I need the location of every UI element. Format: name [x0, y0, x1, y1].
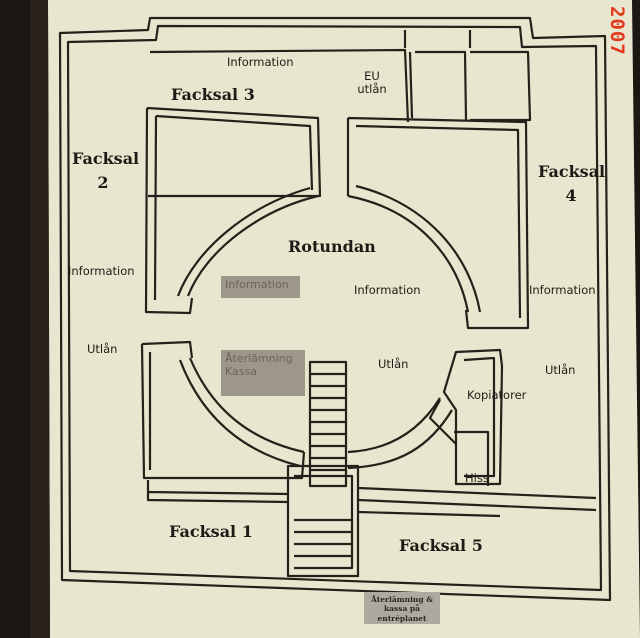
overlay-aterlamning-pad: Återlämning Kassa: [221, 350, 305, 396]
rotunda-arc-lower-right-2: [347, 409, 453, 470]
label-information-center: Information: [354, 283, 421, 297]
room-label-facksal-4: Facksal 4: [538, 162, 606, 206]
rotunda-arc-lower-left: [188, 357, 305, 454]
overlay-aterlamning-line2: Kassa: [225, 365, 257, 379]
rotunda-left-upper-wall-2: [153, 114, 314, 301]
stair-treads: [310, 372, 346, 472]
top-strip: [149, 30, 472, 123]
rotunda-arc-upper-right-2: [355, 184, 482, 313]
label-information-top: Information: [227, 55, 294, 69]
room-label-facksal-1: Facksal 1: [169, 522, 253, 541]
rotunda-arc-lower-left-2: [178, 359, 301, 468]
top-right-room: [470, 50, 532, 122]
label-information-right: Information: [529, 283, 596, 297]
label-utlan-left: Utlån: [87, 342, 118, 356]
staircase: [308, 360, 348, 488]
rotunda-arc-upper-right: [347, 194, 470, 313]
room-label-facksal-5: Facksal 5: [399, 536, 483, 555]
rotunda-right-upper-wall: [346, 116, 530, 330]
hiss-shaft: [428, 399, 490, 486]
label-information-left: Information: [68, 264, 135, 278]
entrance-stair: [286, 464, 360, 578]
outer-wall-inner: [66, 24, 603, 592]
room-label-rotundan: Rotundan: [288, 237, 376, 256]
bottom-left-room: [146, 480, 289, 504]
rotunda-left-upper-wall: [144, 106, 322, 315]
room-name-facksal-4: Facksal: [538, 162, 606, 181]
eu-room-wall: [408, 51, 414, 119]
sticker-line1: Återlämning &: [370, 595, 434, 604]
room-label-facksal-3: Facksal 3: [171, 85, 255, 104]
label-eu: EU: [364, 69, 380, 83]
outer-wall: [58, 16, 612, 602]
bottom-right-room: [357, 486, 597, 518]
board-frame-shadow: [30, 0, 50, 638]
overlay-aterlamning-line1: Återlämning: [225, 352, 293, 365]
sticker-line2: kassa på entréplanet: [377, 604, 427, 623]
room-number-2: 2: [97, 173, 109, 193]
kopiatorer-room: [442, 348, 504, 486]
label-utlan-right: Utlån: [545, 363, 576, 377]
camera-date-stamp: 2007: [606, 6, 628, 56]
label-kopiatorer: Kopiatorer: [467, 388, 527, 402]
entrance-treads: [294, 518, 352, 558]
label-eu-utlan: EU utlån: [352, 69, 392, 97]
map-board: [48, 0, 640, 638]
label-eu-utlan-word: utlån: [357, 82, 387, 97]
return-desk-sticker: Återlämning & kassa på entréplanet: [364, 592, 440, 624]
rotunda-arc-lower-right: [347, 397, 441, 454]
rotunda-arc-upper-left-2: [176, 186, 311, 297]
label-hiss: Hiss: [465, 471, 489, 485]
label-utlan-center: Utlån: [378, 357, 409, 371]
rotunda-arc-upper-left: [186, 194, 319, 297]
room-label-facksal-2: Facksal 2: [72, 149, 140, 193]
overlay-information-pad: Information: [221, 276, 300, 298]
room-name-facksal-2: Facksal: [72, 149, 140, 168]
room-number-4: 4: [565, 186, 577, 206]
